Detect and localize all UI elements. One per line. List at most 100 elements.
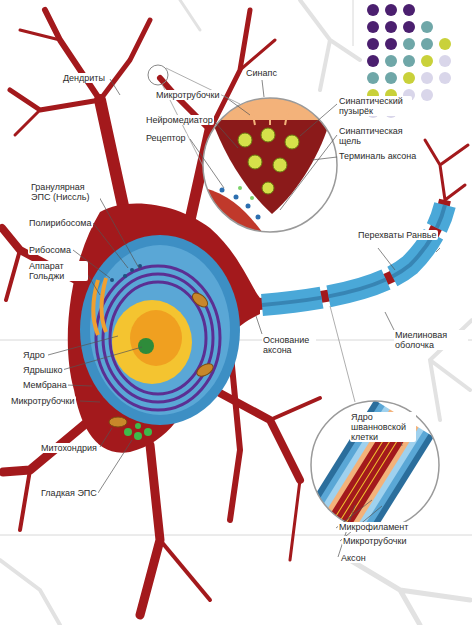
background-neuron [350,560,470,625]
slide-rule [353,0,354,46]
part-label: Ядро [22,350,46,360]
axon-zoom [299,365,457,557]
part-label: Синаптическая щель [338,126,412,146]
synapse-zoom [238,186,254,200]
cell-body [138,338,154,354]
synapse-zoom [148,65,168,85]
synapse-zoom [203,98,337,232]
leader-line [262,80,264,97]
synapse-zoom [234,195,239,200]
synapse-zoom [261,128,275,142]
cell-body [135,423,141,429]
decor-dots [439,72,451,84]
leader-line [436,248,440,252]
axon-zoom [330,306,355,402]
part-label: Ядро шванновской клетки [350,412,416,442]
cell-body [130,310,182,366]
dendrite [20,30,60,40]
part-label: Микротрубочки [155,90,221,100]
part-label: Ядрышко [22,365,64,375]
dendrite [100,100,125,215]
decor-dots [421,21,433,33]
part-label: Перехваты Ранвье [357,230,438,240]
synapse-zoom [250,196,254,200]
cell-body [110,264,142,282]
synapse-zoom [250,100,255,125]
leader-line [385,312,394,330]
cell-body [144,428,152,436]
axon-zoom [325,381,420,534]
leader-line [312,157,337,160]
cell-body [130,268,134,272]
decor-dots [403,38,415,50]
leader-line [62,347,142,370]
part-label: Митохондрия [40,443,98,453]
cell-body [110,282,206,394]
leader-line [86,272,100,295]
cell-body [90,245,230,415]
synapse-zoom [269,100,271,125]
cell-body [124,428,132,436]
leader-line [110,79,120,95]
part-label: Мембрана [22,380,68,390]
dendrite [270,398,320,420]
axon-zoom [300,366,455,556]
part-label: Полирибосома [28,218,93,228]
part-label: Дендриты [62,73,106,83]
cell-body [124,423,152,440]
leader-line [224,96,250,115]
dendrite [140,445,160,615]
decor-dots [403,4,415,16]
leader-line [66,385,92,386]
dendrite [240,40,275,70]
cell-body [96,266,220,410]
part-label: Микротрубочки [342,536,408,546]
part-label: Гранулярная ЭПС (Ниссль) [30,182,100,202]
decor-dots [367,21,379,33]
synapse-zoom [238,133,252,147]
background-neuron [180,0,200,30]
part-label: Гладкая ЭПС [40,488,98,498]
cell-body [96,266,220,410]
decor-dots [367,4,379,16]
part-label: Основание аксона [262,335,316,355]
decor-dots [403,21,415,33]
dendrite [15,110,40,135]
cell-body [80,235,240,425]
synapse-zoom [203,98,337,232]
synapse-zoom [246,204,251,209]
dendrite [290,480,300,560]
axon-zoom [311,401,439,529]
dendrite [205,385,300,480]
decor-dots [421,55,433,67]
synapse-zoom [285,100,290,125]
cell-body [103,274,213,402]
synapse-zoom [238,186,242,190]
leader-line [300,104,337,136]
part-label: Терминаль аксона [338,151,417,161]
dendrite [20,470,30,530]
axon-zoom [325,381,431,540]
decor-dots [421,38,433,50]
dendrite [160,540,210,600]
axon-zoom [335,388,430,541]
leader-line [378,248,395,270]
decor-dots [403,55,415,67]
decor-dots [385,38,397,50]
part-label: Рибосома [28,245,72,255]
dendrite [6,250,20,300]
decor-dots [421,89,433,101]
decor-dots [367,38,379,50]
synapse-zoom [250,100,290,125]
decor-dots [385,55,397,67]
axon-zoom [305,369,450,552]
synapse-zoom [220,188,225,193]
decor-dots [385,21,397,33]
leader-line [93,223,128,268]
leader-line [190,139,224,188]
synapse-zoom [238,128,299,194]
background-neuron [300,0,360,90]
decor-dots [385,72,397,84]
